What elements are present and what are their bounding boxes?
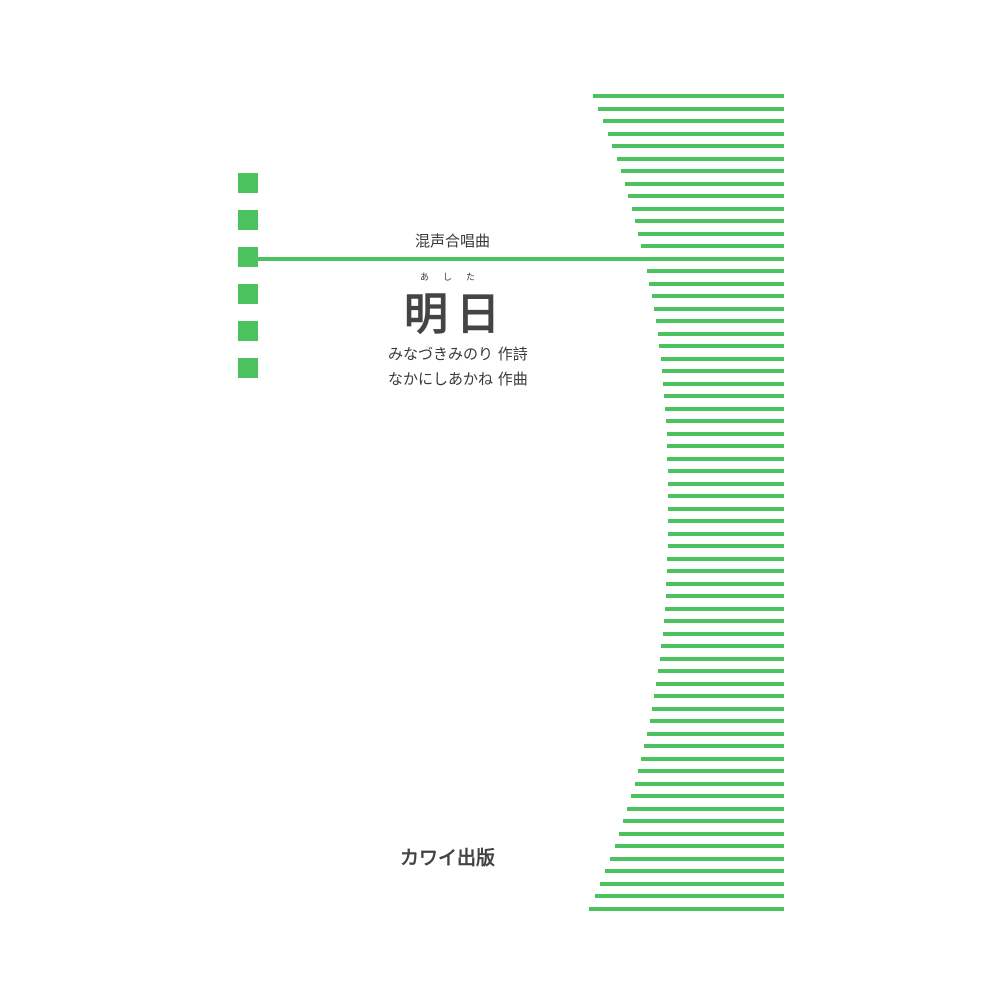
green-stripe — [667, 481, 784, 486]
green-stripe — [641, 756, 784, 761]
green-stripe — [665, 406, 784, 411]
green-square — [238, 321, 258, 341]
green-stripe — [667, 444, 784, 448]
page-title: 明日 — [404, 289, 508, 340]
green-stripe — [603, 119, 784, 123]
title-ruby: あした — [420, 273, 490, 283]
green-stripe — [616, 156, 784, 161]
green-stripe — [662, 631, 784, 636]
green-stripe — [664, 394, 784, 398]
green-stripe — [654, 694, 784, 698]
green-square — [238, 358, 258, 378]
green-stripe — [624, 181, 784, 186]
green-stripe — [668, 506, 784, 511]
green-stripe — [641, 244, 784, 248]
green-stripe — [631, 206, 784, 211]
green-stripe — [599, 881, 784, 886]
green-stripe — [667, 531, 784, 536]
green-stripe — [646, 731, 784, 736]
green-stripe — [651, 294, 784, 298]
green-stripe — [589, 906, 784, 911]
green-square — [238, 284, 258, 304]
green-stripe — [657, 331, 784, 336]
green-stripe — [649, 719, 784, 723]
green-stripe — [605, 869, 784, 873]
lyricist-credit: みなづきみのり 作詩 — [388, 345, 528, 363]
green-stripe — [659, 344, 784, 348]
title-rule-line — [258, 256, 784, 261]
publisher-name: カワイ出版 — [400, 847, 496, 869]
green-square — [238, 247, 258, 267]
green-stripe — [665, 594, 784, 598]
green-stripe — [593, 94, 784, 98]
green-stripe — [618, 831, 784, 836]
green-stripe — [607, 131, 784, 136]
green-stripe — [667, 519, 784, 523]
green-stripe — [662, 369, 784, 373]
green-stripe — [594, 894, 784, 898]
green-stripe — [649, 281, 784, 286]
green-stripe — [655, 319, 784, 323]
green-stripe — [638, 231, 784, 236]
green-stripe — [666, 431, 784, 436]
green-stripe — [598, 106, 784, 111]
green-stripe — [644, 744, 784, 748]
green-stripe — [638, 769, 784, 773]
green-stripe — [612, 144, 784, 148]
green-stripe — [667, 556, 784, 561]
green-square — [238, 173, 258, 193]
green-stripe — [651, 706, 784, 711]
green-stripe — [620, 169, 784, 173]
green-stripe — [656, 681, 784, 686]
green-stripe — [666, 581, 784, 586]
green-stripe — [665, 419, 784, 423]
green-stripe — [667, 544, 784, 548]
composer-credit: なかにしあかね 作曲 — [388, 370, 528, 388]
green-stripe — [627, 806, 784, 811]
green-stripe — [664, 606, 784, 611]
green-stripe — [667, 456, 784, 461]
green-stripe — [634, 781, 784, 786]
green-stripe — [667, 494, 784, 498]
green-stripe — [658, 669, 784, 673]
green-stripe — [663, 381, 784, 386]
green-stripe — [661, 644, 784, 648]
green-stripe — [660, 356, 784, 361]
green-stripe — [663, 619, 784, 623]
green-stripe — [623, 819, 784, 823]
green-stripe — [666, 569, 784, 573]
green-stripe — [631, 794, 784, 798]
green-square — [238, 210, 258, 230]
category-label: 混声合唱曲 — [415, 232, 491, 250]
green-stripe — [667, 469, 784, 473]
green-stripe — [628, 194, 784, 198]
green-stripe — [614, 844, 784, 848]
green-stripe — [635, 219, 784, 223]
green-stripe — [646, 269, 784, 273]
green-stripe — [609, 856, 784, 861]
green-stripe — [659, 656, 784, 661]
green-stripe — [653, 306, 784, 311]
